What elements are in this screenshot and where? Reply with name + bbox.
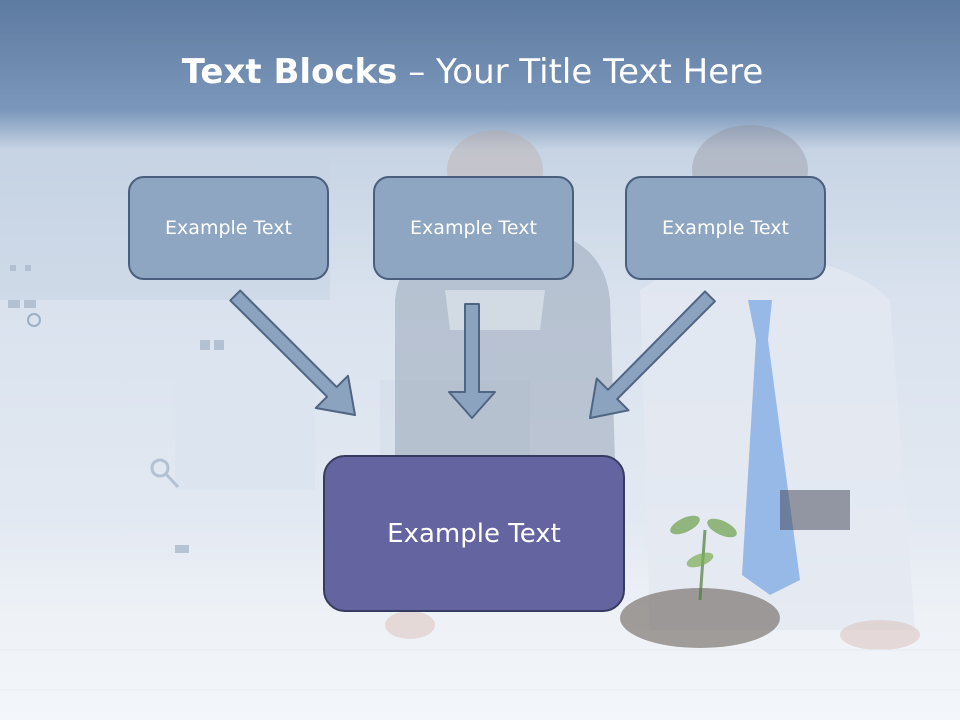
- title-bold-part: Text Blocks: [181, 52, 398, 92]
- center-text-block[interactable]: Example Text: [323, 455, 625, 612]
- magnifier-icon: [150, 458, 180, 489]
- title-rest-part: – Your Title Text Here: [408, 52, 764, 92]
- arrow-left: [229, 289, 356, 416]
- center-text-block-label: Example Text: [387, 518, 561, 549]
- text-block-3-label: Example Text: [662, 217, 789, 239]
- no-sign-icon: [27, 313, 41, 327]
- text-block-1[interactable]: Example Text: [128, 176, 329, 280]
- arrow-right: [589, 290, 716, 419]
- arrow-center: [448, 303, 496, 419]
- text-block-2[interactable]: Example Text: [373, 176, 574, 280]
- text-block-1-label: Example Text: [165, 217, 292, 239]
- text-block-2-label: Example Text: [410, 217, 537, 239]
- text-block-3[interactable]: Example Text: [625, 176, 826, 280]
- slide-title: Text Blocks – Your Title Text Here: [0, 52, 945, 92]
